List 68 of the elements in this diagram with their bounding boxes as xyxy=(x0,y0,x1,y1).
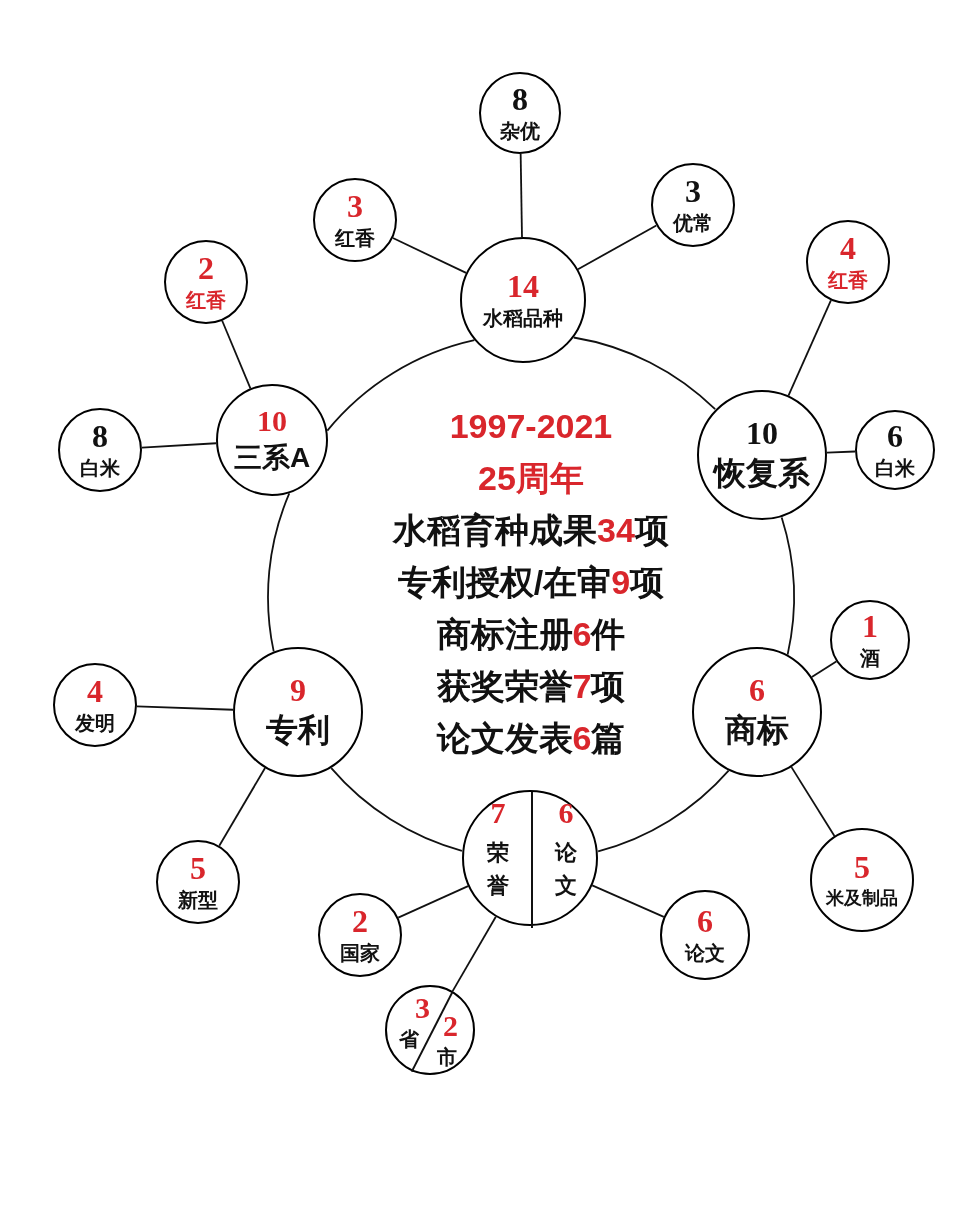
count-number: 4 xyxy=(840,231,856,264)
count-number: 4 xyxy=(87,674,103,707)
count-number: 3 xyxy=(685,174,701,207)
count-number: 6 xyxy=(749,674,765,706)
count-number: 2 xyxy=(443,1011,458,1041)
connector-line xyxy=(397,885,469,919)
summary-line: 获奖荣誉7项 xyxy=(436,666,626,707)
count-number: 5 xyxy=(854,850,870,883)
node-label: 商标 xyxy=(725,711,789,750)
summary-line: 专利授权/在审9项 xyxy=(397,562,665,603)
node-label: 水稻品种 xyxy=(483,305,563,331)
node-label: 新型 xyxy=(178,887,218,913)
node-label: 论文 xyxy=(685,940,725,966)
count-number: 5 xyxy=(190,851,206,884)
connector-line xyxy=(810,660,838,678)
node-label: 恢复系 xyxy=(714,454,810,493)
connector-line xyxy=(221,319,252,390)
connector-line xyxy=(591,884,665,918)
node-label: 红香 xyxy=(828,267,868,293)
node-label: 优常 xyxy=(673,210,713,236)
node-label: 省 xyxy=(399,1029,419,1049)
node-label: 发明 xyxy=(75,710,115,736)
connector-line xyxy=(136,705,234,711)
connector-line xyxy=(141,442,217,449)
count-number: 8 xyxy=(512,82,528,115)
summary-line: 商标注册6件 xyxy=(436,614,626,655)
count-number: 7 xyxy=(490,798,506,828)
connector-line xyxy=(787,299,832,397)
connector-line xyxy=(572,336,717,411)
count-number: 9 xyxy=(290,674,306,706)
connector-line xyxy=(330,767,463,852)
count-number: 8 xyxy=(92,419,108,452)
connector-line xyxy=(577,224,658,271)
connector-line xyxy=(218,767,266,847)
connector-line xyxy=(826,450,856,454)
node-label: 杂优 xyxy=(500,118,540,144)
node-label: 白米 xyxy=(875,455,915,481)
connector-line xyxy=(597,769,730,853)
connector-line xyxy=(392,237,467,274)
count-number: 10 xyxy=(746,417,778,449)
node-label: 三系A xyxy=(233,440,311,475)
node-label: 国家 xyxy=(340,940,380,966)
node-label: 红香 xyxy=(186,287,226,313)
count-number: 2 xyxy=(198,251,214,284)
count-number: 3 xyxy=(347,189,363,222)
node-label: 论文 xyxy=(555,839,577,900)
node-label: 白米 xyxy=(80,455,120,481)
count-number: 3 xyxy=(415,993,430,1023)
connector-line xyxy=(451,915,497,992)
node-label: 红香 xyxy=(335,225,375,251)
count-number: 6 xyxy=(697,904,713,937)
count-number: 10 xyxy=(257,405,287,436)
count-number: 6 xyxy=(887,419,903,452)
summary-line: 1997-2021 xyxy=(449,406,613,447)
summary-line: 论文发表6篇 xyxy=(436,718,626,759)
count-number: 2 xyxy=(352,904,368,937)
count-number: 14 xyxy=(507,269,539,302)
node-label: 荣誉 xyxy=(487,839,509,900)
count-number: 1 xyxy=(862,609,878,642)
node-label: 市 xyxy=(437,1047,457,1067)
connector-line xyxy=(519,153,523,238)
summary-line: 水稻育种成果34项 xyxy=(393,510,669,551)
node-label: 米及制品 xyxy=(826,886,898,910)
node-label: 专利 xyxy=(266,711,330,750)
count-number: 6 xyxy=(558,798,574,828)
connector-line xyxy=(790,766,836,837)
summary-line: 25周年 xyxy=(478,458,584,499)
node-label: 酒 xyxy=(860,645,880,671)
